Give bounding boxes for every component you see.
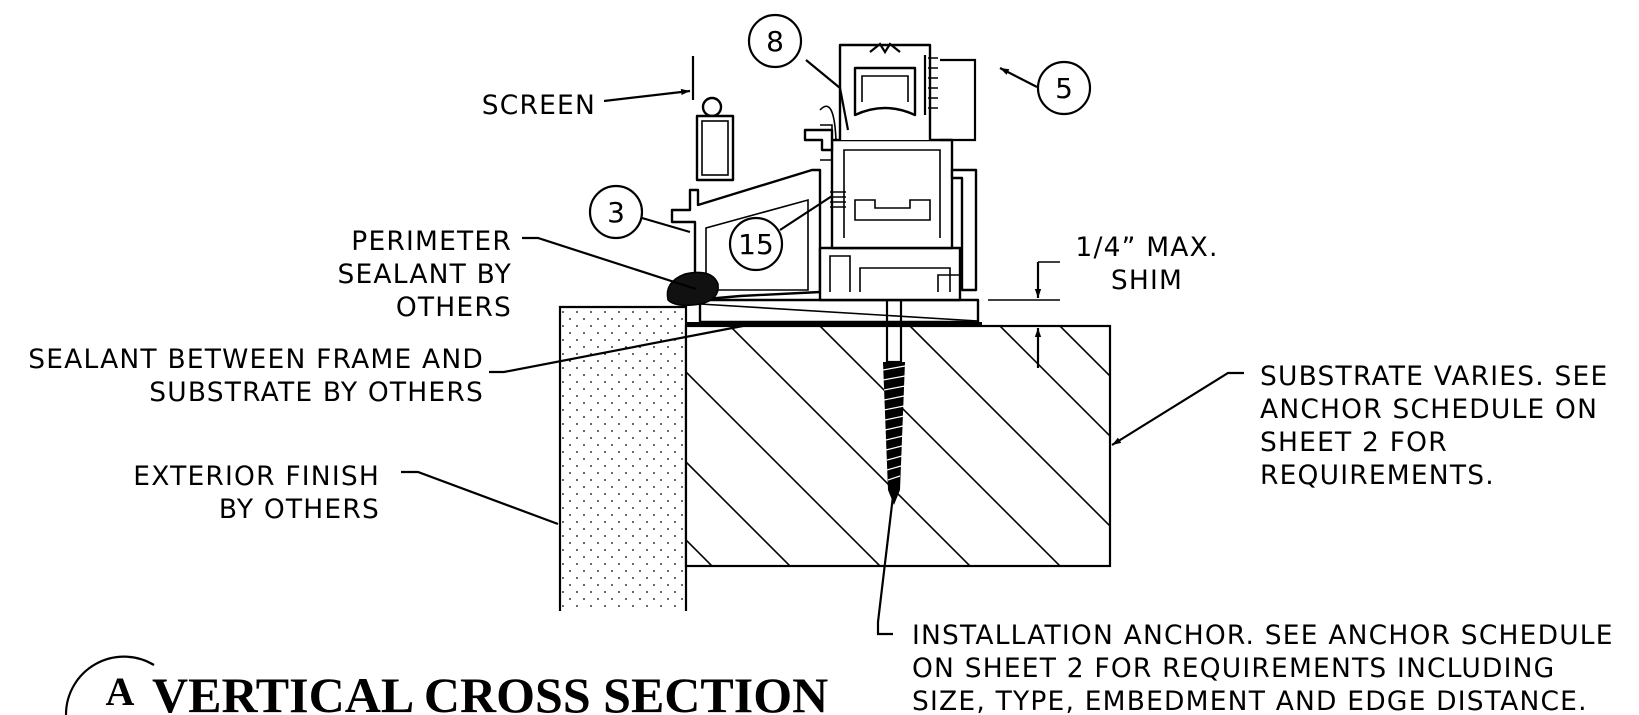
svg-text:SEALANT BY: SEALANT BY: [337, 259, 512, 290]
screen-frame: [691, 56, 735, 182]
sealant-between-label: SEALANT BETWEEN FRAME AND SUBSTRATE BY O…: [28, 344, 484, 408]
callout-15: 15: [728, 216, 784, 272]
svg-text:PERIMETER: PERIMETER: [351, 226, 512, 257]
svg-text:15: 15: [738, 228, 774, 261]
callout-5: 5: [1036, 60, 1092, 116]
svg-text:OTHERS: OTHERS: [396, 292, 512, 323]
svg-text:8: 8: [766, 25, 784, 58]
exterior-finish-label: EXTERIOR FINISH BY OTHERS: [133, 461, 380, 525]
svg-text:1/4” MAX.: 1/4” MAX.: [1075, 232, 1218, 263]
callout-8: 8: [747, 13, 803, 69]
svg-text:INSTALLATION ANCHOR. SEE ANCHO: INSTALLATION ANCHOR. SEE ANCHOR SCHEDULE: [912, 620, 1614, 651]
anchor-label: INSTALLATION ANCHOR. SEE ANCHOR SCHEDULE…: [912, 620, 1614, 715]
svg-text:SUBSTRATE VARIES. SEE: SUBSTRATE VARIES. SEE: [1260, 361, 1608, 392]
svg-text:EXTERIOR FINISH: EXTERIOR FINISH: [133, 461, 380, 492]
leaders: [401, 59, 1244, 636]
substrate: [684, 324, 1112, 568]
svg-text:3: 3: [607, 196, 625, 229]
screen-label: SCREEN: [482, 90, 596, 121]
svg-text:BY OTHERS: BY OTHERS: [219, 494, 380, 525]
svg-text:REQUIREMENTS.: REQUIREMENTS.: [1260, 460, 1495, 491]
svg-text:ON SHEET 2 FOR REQUIREMENTS IN: ON SHEET 2 FOR REQUIREMENTS INCLUDING: [912, 653, 1555, 684]
exterior-finish: [558, 305, 688, 611]
section-letter: A: [106, 669, 135, 714]
sealant-bed: [686, 322, 982, 327]
callout-3: 3: [588, 184, 644, 240]
svg-text:SHIM: SHIM: [1111, 265, 1183, 296]
shim-label: 1/4” MAX. SHIM: [1075, 232, 1218, 296]
svg-text:SEALANT BETWEEN FRAME AND: SEALANT BETWEEN FRAME AND: [28, 344, 484, 375]
substrate-label: SUBSTRATE VARIES. SEE ANCHOR SCHEDULE ON…: [1260, 361, 1608, 491]
shim-dimension: [988, 261, 1060, 368]
svg-text:5: 5: [1055, 72, 1073, 105]
svg-text:SIZE, TYPE, EMBEDMENT AND EDGE: SIZE, TYPE, EMBEDMENT AND EDGE DISTANCE.: [912, 686, 1588, 715]
svg-text:SUBSTRATE BY OTHERS: SUBSTRATE BY OTHERS: [149, 377, 484, 408]
svg-text:SHEET 2 FOR: SHEET 2 FOR: [1260, 427, 1448, 458]
perimeter-sealant-label: PERIMETER SEALANT BY OTHERS: [337, 226, 512, 323]
section-title-text: VERTICAL CROSS SECTION: [152, 667, 828, 715]
window-frame-profile: [670, 42, 978, 302]
svg-text:ANCHOR SCHEDULE ON: ANCHOR SCHEDULE ON: [1260, 394, 1598, 425]
section-title: A VERTICAL CROSS SECTION: [64, 655, 828, 715]
